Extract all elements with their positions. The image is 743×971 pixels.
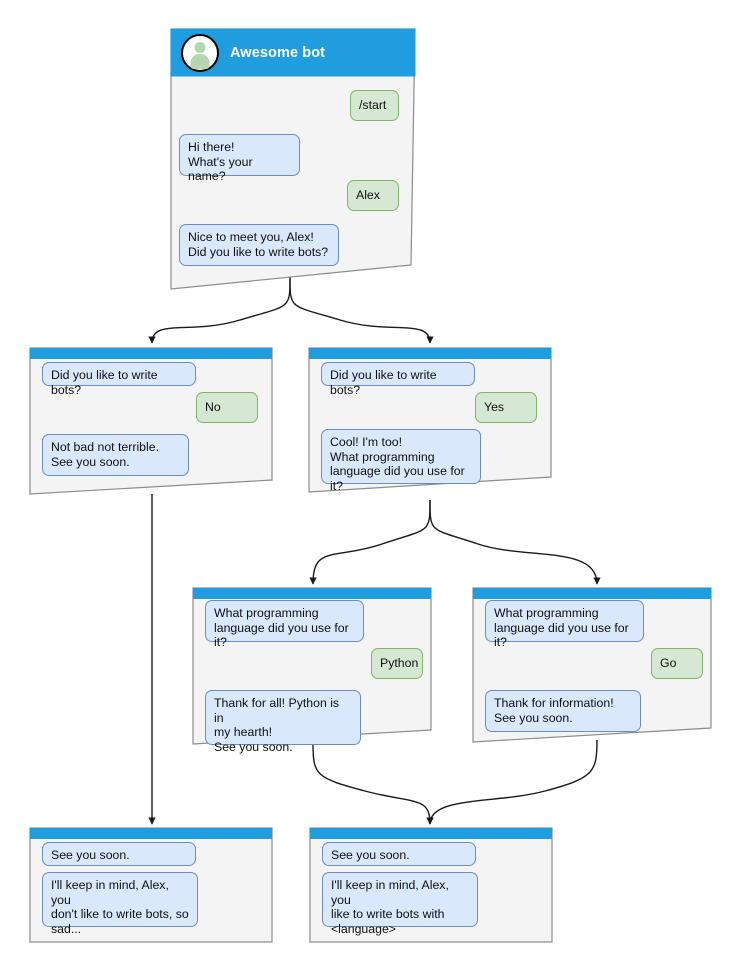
edge-go-to-end-happy — [426, 739, 598, 825]
message-bot[interactable]: Hi there! What's your name? — [179, 134, 300, 183]
bot-titlebar: Awesome bot — [171, 29, 415, 76]
message-bot[interactable]: Nice to meet you, Alex! Did you like to … — [179, 224, 339, 266]
card-no-branch[interactable]: Did you like to write bots? No Not bad n… — [28, 346, 274, 496]
bot-name-label: Awesome bot — [230, 44, 326, 61]
card-yes-branch[interactable]: Did you like to write bots? Yes Cool! I'… — [307, 346, 553, 494]
message-user[interactable]: /start — [350, 90, 399, 121]
edge-python-to-end-happy — [312, 743, 434, 825]
card-root-content: Awesome bot /start Hi there! What's your… — [166, 24, 416, 294]
message-bot[interactable]: Did you like to write bots? — [42, 362, 196, 397]
card-go-branch-content: What programming language did you use fo… — [471, 586, 713, 744]
message-bot[interactable]: I'll keep in mind, Alex, you don't like … — [42, 872, 198, 936]
card-go-branch[interactable]: What programming language did you use fo… — [471, 586, 713, 744]
bot-avatar-icon — [181, 33, 219, 72]
message-bot[interactable]: I'll keep in mind, Alex, you like to wri… — [322, 872, 478, 936]
message-user[interactable]: Go — [651, 648, 703, 679]
edge-yes-to-go — [429, 499, 601, 585]
message-user[interactable]: Python — [371, 648, 423, 679]
card-end-sad[interactable]: See you soon. I'll keep in mind, Alex, y… — [28, 826, 274, 944]
message-bot[interactable]: Thank for information! See you soon. — [485, 690, 641, 732]
message-bot[interactable]: What programming language did you use fo… — [485, 600, 644, 649]
message-user[interactable]: Yes — [475, 392, 537, 423]
message-user[interactable]: No — [196, 392, 258, 423]
card-end-sad-content: See you soon. I'll keep in mind, Alex, y… — [28, 826, 274, 944]
card-root[interactable]: Awesome bot /start Hi there! What's your… — [166, 24, 416, 294]
message-bot[interactable]: Cool! I'm too! What programming language… — [321, 429, 481, 493]
avatar-head-shape — [194, 41, 206, 53]
edge-yes-to-python — [309, 499, 431, 585]
message-bot[interactable]: Thank for all! Python is in my hearth! S… — [205, 690, 361, 754]
card-yes-branch-content: Did you like to write bots? Yes Cool! I'… — [307, 346, 553, 494]
message-bot[interactable]: See you soon. — [322, 842, 476, 866]
card-end-happy-content: See you soon. I'll keep in mind, Alex, y… — [308, 826, 554, 944]
message-bot[interactable]: See you soon. — [42, 842, 196, 866]
message-bot[interactable]: Did you like to write bots? — [321, 362, 475, 397]
avatar-body-shape — [190, 53, 210, 69]
message-user[interactable]: Alex — [347, 180, 399, 211]
card-python-branch-content: What programming language did you use fo… — [191, 586, 433, 754]
card-end-happy[interactable]: See you soon. I'll keep in mind, Alex, y… — [308, 826, 554, 944]
card-python-branch[interactable]: What programming language did you use fo… — [191, 586, 433, 754]
card-no-branch-content: Did you like to write bots? No Not bad n… — [28, 346, 274, 496]
message-bot[interactable]: Not bad not terrible. See you soon. — [42, 434, 189, 476]
message-bot[interactable]: What programming language did you use fo… — [205, 600, 364, 649]
